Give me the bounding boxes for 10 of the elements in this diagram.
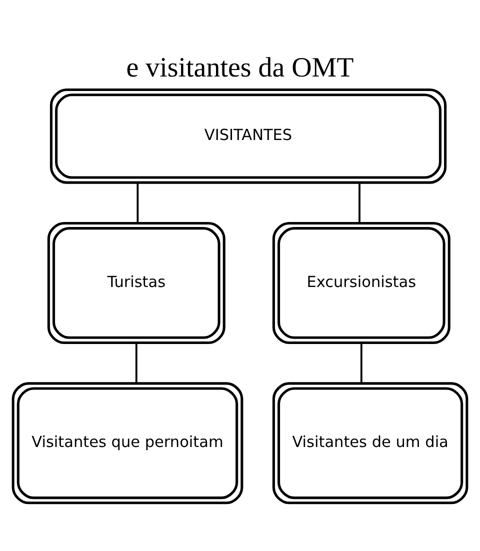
connector xyxy=(136,182,139,222)
connector xyxy=(360,342,362,383)
node-box: VISITANTES xyxy=(50,88,447,184)
node-box: Visitantes de um dia xyxy=(272,382,468,504)
node-box: Turistas xyxy=(47,221,226,344)
diagram-title: e visitantes da OMT xyxy=(126,52,354,84)
node-box: Excursionistas xyxy=(272,221,450,344)
connector xyxy=(358,182,360,222)
node-box: Visitantes que pernoitam xyxy=(12,382,244,504)
connector xyxy=(135,342,138,383)
